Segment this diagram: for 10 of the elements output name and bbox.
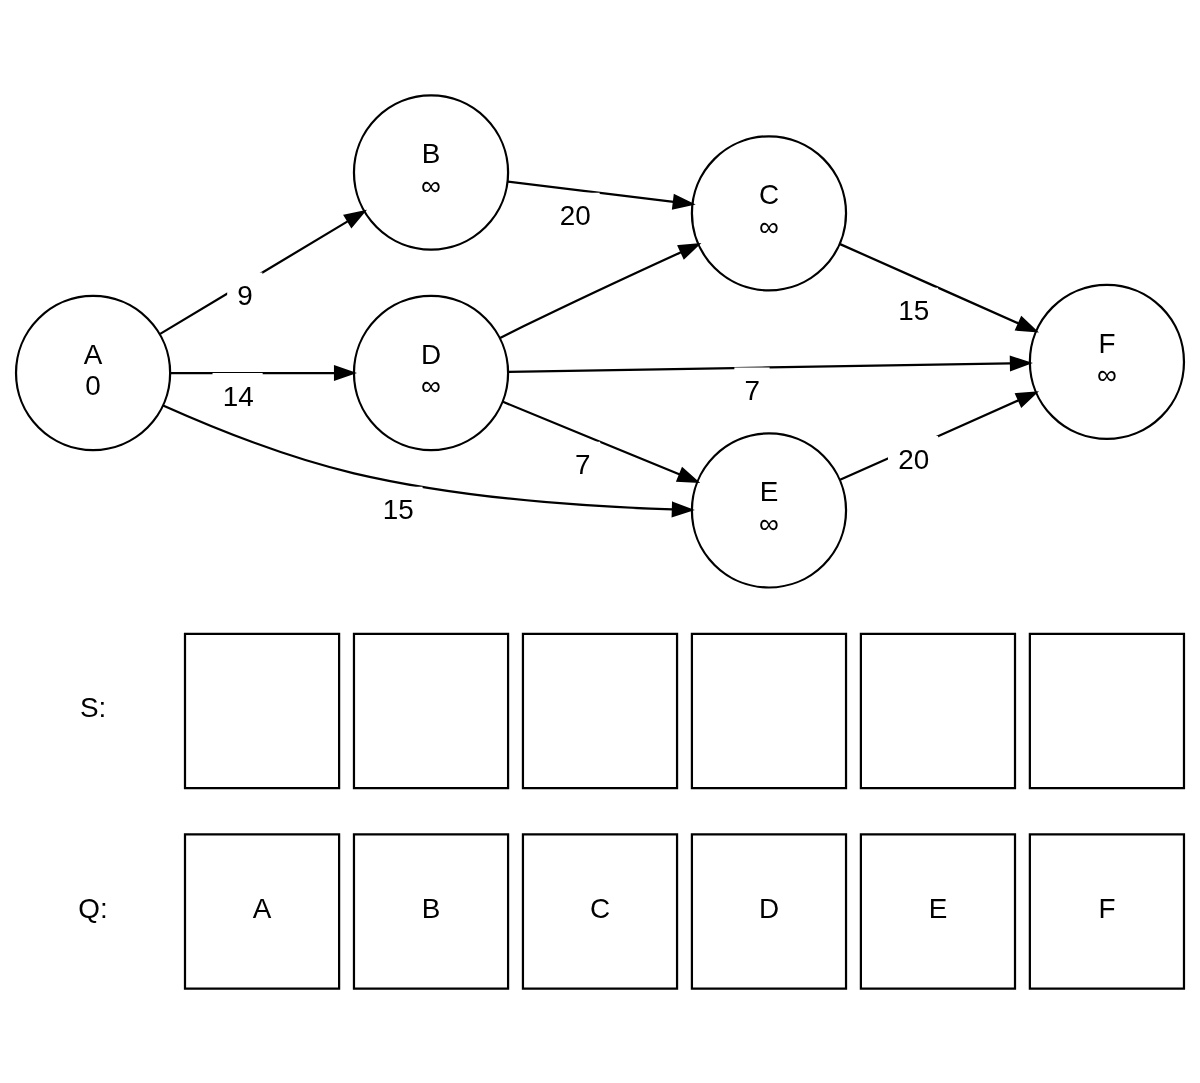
- edge-label: 14: [222, 380, 254, 412]
- edge-label: 20: [898, 443, 930, 475]
- edge-label: 15: [382, 493, 414, 525]
- label: Q:: [78, 892, 108, 924]
- edge-label: 15: [898, 294, 930, 326]
- edge-label: 9: [237, 279, 253, 311]
- edge-label: 7: [744, 374, 761, 406]
- edge-label: 20: [559, 199, 591, 231]
- label: S:: [79, 691, 107, 723]
- edge-label: 7: [575, 448, 591, 480]
